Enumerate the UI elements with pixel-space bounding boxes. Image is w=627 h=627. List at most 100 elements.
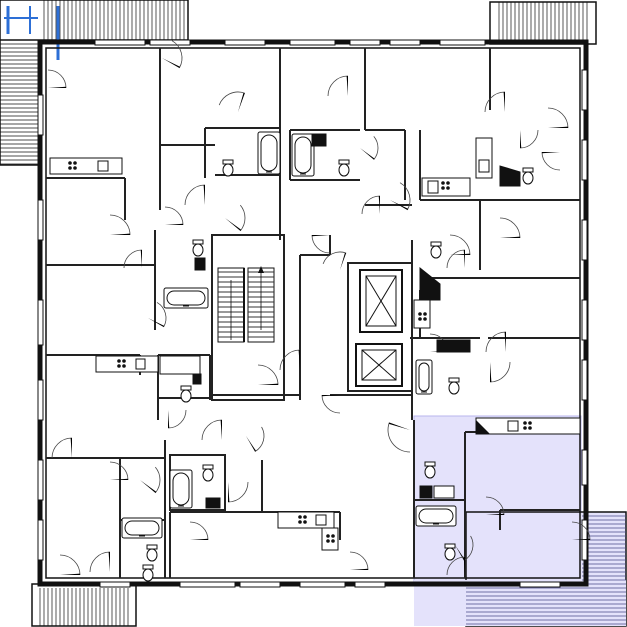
toilet-icon [444, 543, 456, 561]
balcony-bottom-left [31, 583, 137, 627]
door-icon [59, 554, 81, 576]
door-icon [201, 419, 223, 441]
window [149, 39, 191, 46]
balcony-top-right [489, 1, 597, 45]
balcony-bottom-right [414, 511, 627, 627]
window [37, 299, 44, 346]
door-icon [485, 331, 507, 353]
toilet-icon [522, 167, 534, 185]
door-icon [89, 551, 111, 573]
stove-icon [413, 299, 431, 329]
window [239, 581, 281, 588]
door-icon [446, 556, 466, 576]
stove-icon [475, 137, 493, 179]
toilet-icon [142, 159, 534, 582]
door-icon [322, 251, 347, 270]
bathtub-icon [169, 469, 193, 509]
door-icon [455, 535, 474, 561]
window [349, 39, 381, 46]
door-icon [449, 234, 471, 256]
window [37, 199, 44, 241]
door-icon [541, 151, 561, 171]
door-icon [162, 40, 183, 69]
door-icon [109, 214, 131, 236]
window [299, 581, 346, 588]
window [289, 39, 336, 46]
door-icon [184, 184, 206, 206]
stove-icon [49, 157, 123, 175]
door-icon [148, 302, 167, 328]
door-icon [47, 40, 591, 576]
door-icon [257, 364, 279, 386]
bathtub-icon [121, 517, 163, 539]
door-icon [360, 136, 379, 160]
door-icon [311, 234, 331, 254]
window [439, 39, 486, 46]
door-icon [387, 422, 411, 453]
door-icon [390, 182, 411, 211]
door-icon [109, 461, 129, 481]
toilet-icon [430, 241, 442, 259]
toilet-icon [142, 564, 154, 582]
stove-icon [475, 417, 581, 435]
window [581, 139, 588, 181]
window [37, 94, 44, 136]
window [37, 379, 44, 421]
door-icon [246, 426, 265, 452]
window [37, 519, 44, 561]
door-icon [361, 195, 381, 215]
door-icon [123, 249, 143, 269]
toilet-icon [192, 239, 204, 257]
stove-icon [277, 511, 335, 529]
stove-icon [321, 527, 339, 551]
door-icon [484, 91, 506, 113]
toilet-icon [338, 159, 350, 177]
toilet-icon [180, 385, 192, 403]
door-icon [279, 349, 301, 371]
bathtub-icon [415, 359, 433, 395]
window [581, 219, 588, 261]
elevator-icon [355, 269, 403, 387]
door-icon [51, 437, 73, 459]
door-icon [571, 521, 591, 541]
door-icon [489, 361, 511, 383]
toilet-icon [424, 461, 436, 479]
door-icon [547, 107, 569, 129]
window [581, 449, 588, 486]
door-icon [321, 394, 341, 414]
sink-icon [192, 133, 521, 509]
bathtub-icon [257, 131, 281, 175]
sink-icon [433, 485, 455, 499]
door-icon [227, 481, 249, 503]
door-icon [140, 466, 161, 494]
window [519, 581, 561, 588]
bathtub-icon [163, 287, 209, 309]
stove-icon [49, 137, 581, 551]
bathtub-icon [415, 505, 457, 527]
door-icon [225, 204, 246, 232]
stove-icon [95, 355, 159, 373]
door-icon [164, 206, 184, 226]
door-icon [349, 551, 369, 571]
window [99, 581, 131, 588]
window [581, 359, 588, 401]
toilet-icon [202, 464, 214, 482]
toilet-icon [448, 377, 460, 395]
bathtub-icon [291, 133, 315, 177]
door-icon [218, 91, 245, 112]
window [179, 581, 236, 588]
toilet-icon [222, 159, 234, 177]
window [389, 39, 421, 46]
window [37, 459, 44, 501]
window [581, 69, 588, 111]
door-icon [189, 521, 209, 541]
bathtub-icon [121, 131, 457, 539]
window [581, 299, 588, 341]
sink-icon [159, 355, 201, 375]
door-icon [519, 129, 539, 149]
window [94, 39, 146, 46]
window [354, 581, 386, 588]
stove-icon [421, 177, 471, 197]
door-icon [446, 249, 466, 269]
